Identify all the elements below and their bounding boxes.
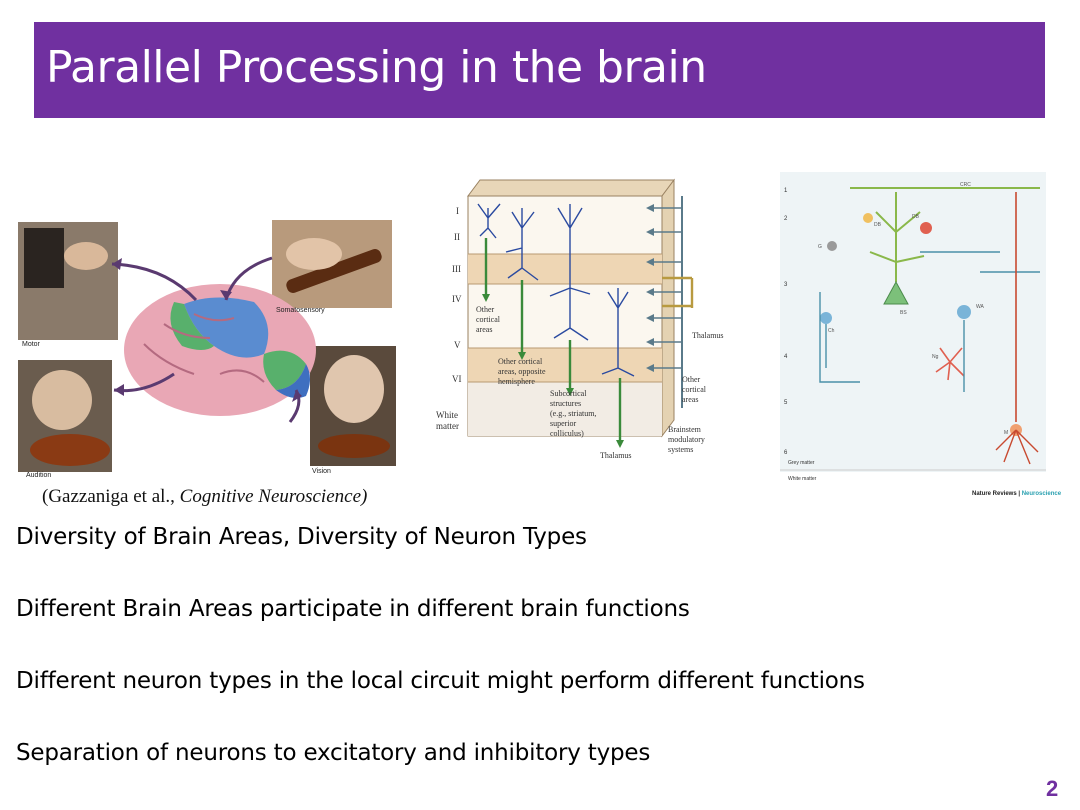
brain-areas-illustration: Motor Somatosensory Audition Vision [18, 220, 396, 479]
svg-text:DB: DB [874, 222, 882, 228]
svg-text:G: G [818, 244, 822, 250]
svg-text:WA: WA [976, 304, 985, 310]
neuron-types-diagram: 1 2 3 4 5 6 CRC BS DB DB G Ch WA Ng M Gr… [780, 172, 1062, 497]
figure-brain-areas: Motor Somatosensory Audition Vision [14, 214, 400, 482]
svg-text:hemisphere: hemisphere [498, 377, 535, 386]
layer-label: V [454, 340, 461, 350]
svg-text:3: 3 [784, 282, 788, 288]
svg-text:M: M [1004, 430, 1008, 436]
svg-text:systems: systems [668, 445, 693, 454]
svg-text:Other: Other [476, 305, 495, 314]
svg-text:BS: BS [900, 310, 907, 316]
svg-text:5: 5 [784, 400, 788, 406]
svg-text:Subcortical: Subcortical [550, 389, 587, 398]
label-audition: Audition [26, 472, 51, 479]
layer-label: II [454, 232, 460, 242]
figure-caption: (Gazzaniga et al., Cognitive Neuroscienc… [42, 486, 368, 507]
slide-title: Parallel Processing in the brain [46, 42, 707, 93]
title-bar: Parallel Processing in the brain [34, 22, 1045, 118]
svg-text:Other: Other [682, 375, 701, 384]
svg-text:areas: areas [682, 395, 698, 404]
nature-reviews-brand: Nature Reviews | Neuroscience [972, 491, 1062, 497]
layer-label: I [456, 206, 459, 216]
svg-text:areas, opposite: areas, opposite [498, 367, 546, 376]
layer-label: III [452, 264, 461, 274]
svg-text:areas: areas [476, 325, 492, 334]
svg-text:Grey matter: Grey matter [788, 460, 815, 466]
svg-text:modulatory: modulatory [668, 435, 705, 444]
svg-text:cortical: cortical [682, 385, 707, 394]
svg-text:White matter: White matter [788, 476, 817, 482]
label-motor: Motor [22, 341, 41, 348]
label-somatosensory: Somatosensory [276, 307, 325, 314]
svg-text:4: 4 [784, 354, 788, 360]
layer-label: matter [436, 421, 459, 431]
svg-text:2: 2 [784, 216, 788, 222]
svg-text:Ng: Ng [932, 354, 939, 360]
layer-label: IV [452, 294, 462, 304]
bullet-text: Separation of neurons to excitatory and … [16, 740, 651, 766]
label-vision: Vision [312, 468, 331, 475]
cortical-layers-diagram: I II III IV V VI White matter Other cort… [436, 178, 724, 460]
bullet-text: Diversity of Brain Areas, Diversity of N… [16, 524, 587, 550]
layer-label: VI [452, 374, 462, 384]
svg-text:1: 1 [784, 188, 788, 194]
svg-text:Thalamus: Thalamus [692, 331, 724, 340]
bullet-text: Different neuron types in the local circ… [16, 668, 865, 694]
layer-label: White [436, 410, 458, 420]
pyramidal-neuron [883, 280, 909, 305]
bullet-text: Different Brain Areas participate in dif… [16, 596, 690, 622]
svg-text:Ch: Ch [828, 328, 835, 334]
svg-text:superior: superior [550, 419, 577, 428]
svg-text:cortical: cortical [476, 315, 501, 324]
figure-neuron-types: 1 2 3 4 5 6 CRC BS DB DB G Ch WA Ng M Gr… [780, 172, 1076, 502]
svg-text:Brainstem: Brainstem [668, 425, 702, 434]
svg-text:Thalamus: Thalamus [600, 451, 632, 460]
figure-cortical-layers: I II III IV V VI White matter Other cort… [430, 168, 750, 468]
svg-text:colliculus): colliculus) [550, 429, 584, 438]
svg-text:structures: structures [550, 399, 581, 408]
svg-text:Other cortical: Other cortical [498, 357, 543, 366]
svg-text:(e.g., striatum,: (e.g., striatum, [550, 409, 596, 418]
svg-text:6: 6 [784, 450, 788, 456]
svg-text:DB: DB [912, 214, 920, 220]
svg-text:CRC: CRC [960, 182, 971, 188]
page-number: 2 [1046, 776, 1059, 801]
